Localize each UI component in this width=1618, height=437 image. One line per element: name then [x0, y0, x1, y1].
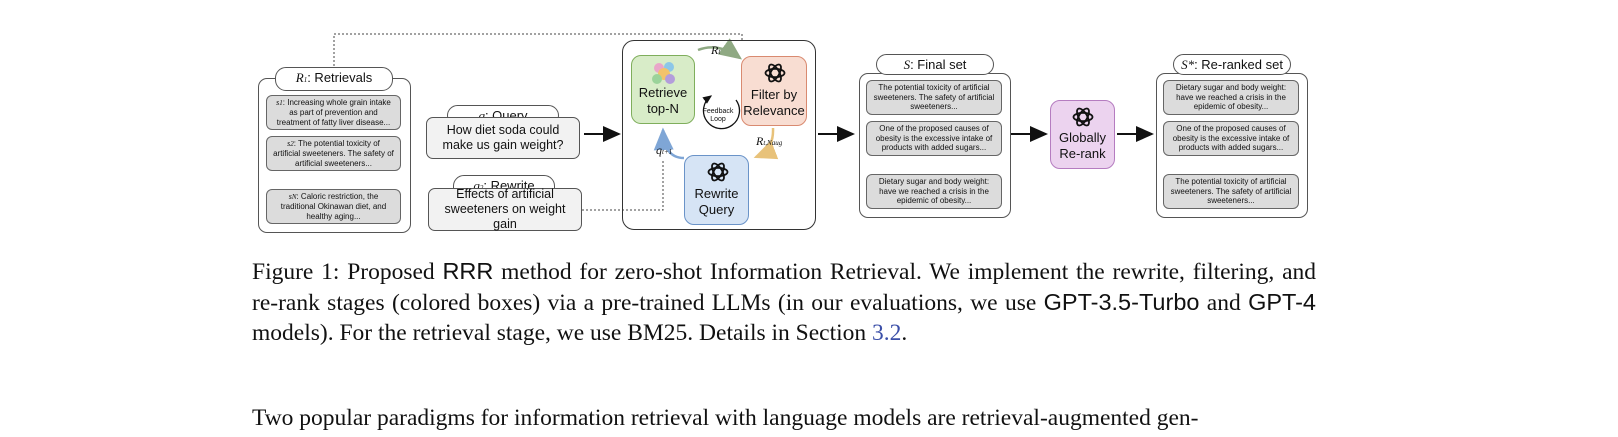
- label-rtn-sub: t,Naug: [763, 139, 783, 147]
- label-rt-sub: t: [718, 48, 721, 56]
- openai-icon: [707, 162, 729, 182]
- final-set-item-1: The potential toxicity of artificial swe…: [866, 80, 1002, 115]
- reranked-set-label-text: : Re-ranked set: [1194, 57, 1283, 72]
- retrieve-label: Retrieve top-N: [638, 85, 688, 116]
- reranked-set-item-text: One of the proposed causes of obesity is…: [1172, 124, 1290, 153]
- loop-frame: [622, 40, 816, 230]
- caption-model-2: GPT-4: [1248, 289, 1316, 315]
- retrieval-cluster-icon: [652, 62, 675, 84]
- rerank-label: Globally Re-rank: [1059, 130, 1106, 161]
- reranked-set-item-text: Dietary sugar and body weight: have we r…: [1175, 83, 1287, 112]
- query-box: How diet soda could make us gain weight?: [426, 117, 580, 159]
- retrievals-label: R1: Retrievals: [275, 67, 393, 91]
- retrieval-item-2: s2: The potential toxicity of artificial…: [266, 136, 401, 171]
- retrieval-item-n: sN: Caloric restriction, the traditional…: [266, 189, 401, 224]
- rewrite-box: Effects of artificial sweeteners on weig…: [428, 187, 582, 231]
- rewrite-text: Effects of artificial sweeteners on weig…: [444, 187, 566, 231]
- label-qt: qt+1: [656, 143, 672, 158]
- retrieval-item-var: s: [276, 97, 280, 107]
- filter-stage: Filter by Relevance: [741, 56, 807, 126]
- caption-end: .: [901, 320, 908, 346]
- rrr-diagram: R1: Retrievals s1: Increasing whole grai…: [258, 33, 1308, 233]
- retrievals-label-var: R: [295, 70, 304, 85]
- reranked-set-label-var: S*: [1181, 57, 1195, 72]
- caption-and: and: [1199, 290, 1249, 316]
- caption-text-2: models). For the retrieval stage, we use…: [252, 320, 873, 346]
- retrievals-label-text: : Retrievals: [307, 70, 373, 85]
- final-set-item-text: The potential toxicity of artificial swe…: [873, 83, 995, 112]
- body-paragraph: Two popular paradigms for information re…: [252, 405, 1199, 431]
- retrieval-item-text: : Caloric restriction, the traditional O…: [280, 191, 387, 221]
- final-set-item-3: Dietary sugar and body weight: have we r…: [866, 174, 1002, 209]
- retrieval-item-text: : The potential toxicity of artificial s…: [273, 138, 394, 168]
- label-qt-var: q: [656, 143, 662, 157]
- query-label-var: q: [478, 108, 485, 123]
- caption-model-1: GPT-3.5-Turbo: [1043, 289, 1200, 315]
- rewrite-to-retrieve-arrow: [653, 127, 685, 160]
- final-set-label-var: S: [903, 57, 911, 72]
- final-set-label-text: : Final set: [910, 57, 967, 72]
- reranked-set-item-2: One of the proposed causes of obesity is…: [1163, 121, 1299, 156]
- label-rt-var: R: [711, 43, 719, 57]
- section-reference-link[interactable]: 3.2: [872, 320, 902, 346]
- label-qt-sub: t+1: [662, 148, 673, 156]
- reranked-set-item-1: Dietary sugar and body weight: have we r…: [1163, 80, 1299, 115]
- caption-text-1: method for zero-shot Information Retriev…: [252, 259, 1316, 316]
- rewrite-dotted-link: [582, 160, 664, 211]
- rewrite-label-var: q: [473, 178, 480, 193]
- retrieval-item-var: s: [288, 191, 292, 201]
- reranked-set-label: S*: Re-ranked set: [1173, 54, 1291, 75]
- feedback-loop-circle: [702, 95, 741, 130]
- rewrite-query-label: Rewrite Query: [694, 186, 739, 217]
- reranked-set-item-3: The potential toxicity of artificial swe…: [1163, 174, 1299, 209]
- retrieve-to-filter-arrow: [697, 38, 743, 60]
- retrieval-item-1: s1: Increasing whole grain intake as par…: [266, 95, 401, 130]
- retrieval-item-sub: 1: [279, 98, 283, 107]
- label-rtn: Rt,Naug: [756, 134, 782, 149]
- openai-icon: [764, 63, 786, 83]
- query-text: How diet soda could make us gain weight?: [442, 123, 564, 152]
- retrievals-dotted-link: [333, 33, 743, 68]
- retrieval-item-sub: 2: [290, 139, 294, 148]
- rerank-stage: Globally Re-rank: [1050, 100, 1115, 169]
- retrieval-item-sub: N: [291, 192, 297, 201]
- rewrite-stage: Rewrite Query: [684, 155, 749, 225]
- label-rtn-var: R: [756, 134, 764, 148]
- final-set-item-text: Dietary sugar and body weight: have we r…: [878, 177, 990, 206]
- retrievals-label-sub: 1: [303, 76, 308, 84]
- openai-icon: [1072, 107, 1094, 127]
- diagram-connectors: [333, 33, 1232, 211]
- final-set-item-text: One of the proposed causes of obesity is…: [875, 124, 993, 153]
- final-set-item-2: One of the proposed causes of obesity is…: [866, 121, 1002, 156]
- feedback-loop-label: Feedback Loop: [702, 108, 734, 123]
- final-set-label: S: Final set: [876, 54, 994, 75]
- retrieval-item-var: s: [287, 138, 291, 148]
- caption-prefix: Figure 1: Proposed: [252, 259, 443, 285]
- retrieval-item-text: : Increasing whole grain intake as part …: [276, 97, 391, 127]
- label-rt: Rt: [711, 43, 720, 58]
- filter-to-rewrite-arrow: [753, 127, 779, 160]
- reranked-set-item-text: The potential toxicity of artificial swe…: [1170, 177, 1292, 206]
- filter-label: Filter by Relevance: [743, 87, 805, 118]
- caption-method-name: RRR: [442, 258, 494, 284]
- figure-caption: Figure 1: Proposed RRR method for zero-s…: [252, 256, 1316, 348]
- retrieve-stage: Retrieve top-N: [631, 55, 695, 124]
